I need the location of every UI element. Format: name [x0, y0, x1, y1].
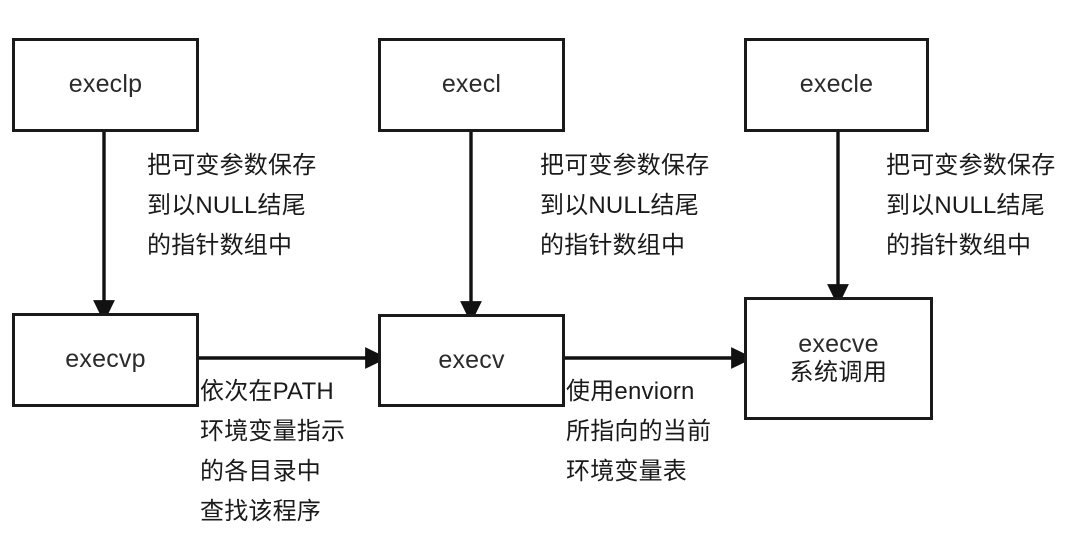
node-execv: execv	[378, 314, 565, 407]
edge-label-line: 把可变参数保存	[147, 152, 317, 179]
node-label: execl	[441, 70, 502, 99]
edge-label-execv-to-execve: 使用enviorn 所指向的当前环境变量表	[566, 372, 711, 492]
edge-label-line: 到以NULL结尾	[540, 192, 699, 219]
node-label: execvp	[65, 345, 146, 374]
edge-label-line: 到以NULL结尾	[147, 192, 306, 219]
edge-label-line: 的各目录中	[200, 458, 321, 485]
edge-label-line: 的指针数组中	[147, 232, 293, 259]
node-label: execve	[798, 329, 879, 358]
node-execle: execle	[744, 38, 929, 132]
edge-label-execl-to-execv: 把可变参数保存到以NULL结尾的指针数组中	[540, 146, 709, 266]
edge-label-line: 把可变参数保存	[540, 152, 710, 179]
node-label: execlp	[68, 70, 143, 99]
edge-label-execlp-to-execvp: 把可变参数保存到以NULL结尾的指针数组中	[147, 146, 316, 266]
node-label: execle	[799, 70, 874, 99]
edge-label-line: 所指向的当前	[566, 418, 712, 445]
edge-label-line: 使用enviorn	[566, 378, 695, 405]
edge-label-execvp-to-execv: 依次在PATH 环境变量指示的各目录中查找该程序	[200, 372, 345, 532]
edge-label-line: 依次在PATH	[200, 378, 334, 405]
node-execvp: execvp	[12, 313, 199, 407]
node-execl: execl	[378, 38, 565, 132]
edge-label-line: 查找该程序	[200, 498, 321, 525]
node-execlp: execlp	[12, 38, 199, 132]
edge-label-line: 把可变参数保存	[886, 152, 1056, 179]
edge-label-execle-to-execve: 把可变参数保存到以NULL结尾的指针数组中	[886, 146, 1055, 266]
node-sublabel: 系统调用	[789, 359, 888, 387]
edge-label-line: 的指针数组中	[540, 232, 686, 259]
edge-label-line: 的指针数组中	[886, 232, 1032, 259]
edge-label-line: 环境变量指示	[200, 418, 346, 445]
edge-label-line: 环境变量表	[566, 458, 687, 485]
edge-label-line: 到以NULL结尾	[886, 192, 1045, 219]
node-label: execv	[438, 345, 505, 374]
